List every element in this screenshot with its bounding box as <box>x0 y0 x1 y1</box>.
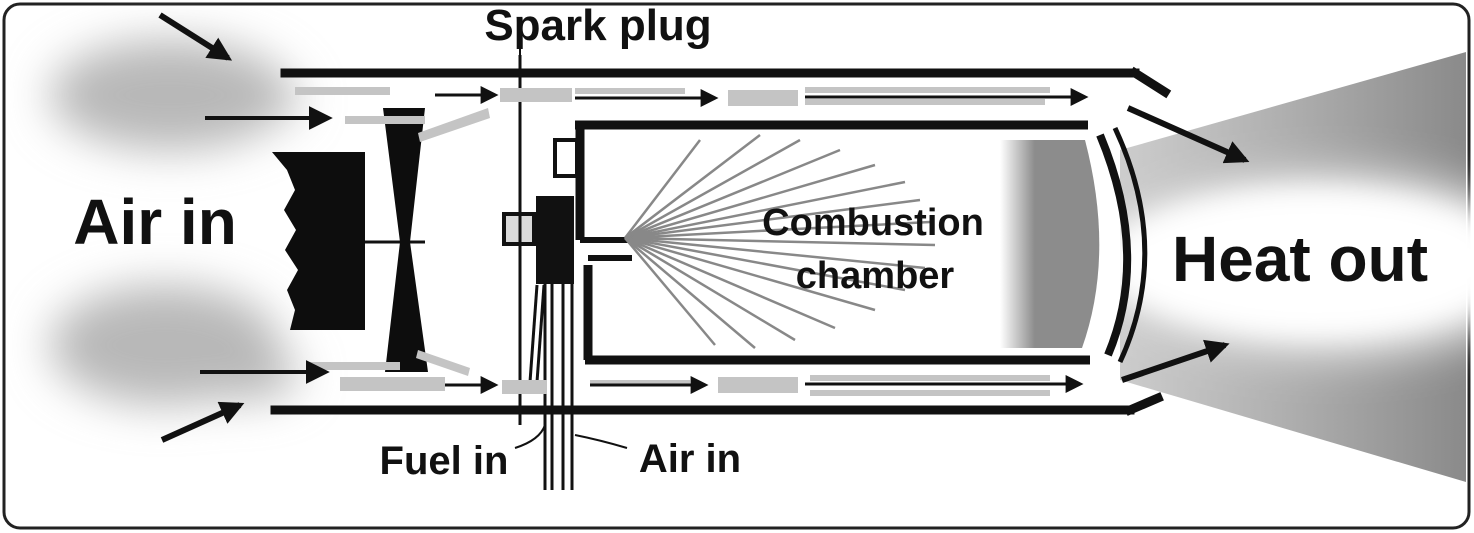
fuel-injector-assembly <box>502 55 579 490</box>
flow-arrow-icon <box>158 12 1250 443</box>
fuel-in-label: Fuel in <box>380 439 509 483</box>
air-in-main-label: Air in <box>73 186 237 258</box>
combustion-chamber-label-line1: Combustion <box>762 202 984 244</box>
combustion-chamber-liner <box>575 120 1148 365</box>
fuel-spray <box>624 134 936 349</box>
compressor-hub <box>272 152 365 330</box>
outer-casing <box>270 66 1172 416</box>
airflow-bars <box>295 87 1050 396</box>
combustion-chamber-label-line2: chamber <box>796 255 955 297</box>
flow-arrow-icon <box>200 86 1089 394</box>
exhaust-plume <box>1100 52 1474 482</box>
spark-plug-label: Spark plug <box>484 1 711 50</box>
compressor-fan-icon <box>383 108 428 372</box>
intake-air-smoke <box>50 40 300 405</box>
heat-out-label: Heat out <box>1172 223 1428 295</box>
air-in-small-label: Air in <box>639 437 741 481</box>
label-leader-lines <box>514 40 628 449</box>
hot-gas-zone <box>1000 140 1100 348</box>
